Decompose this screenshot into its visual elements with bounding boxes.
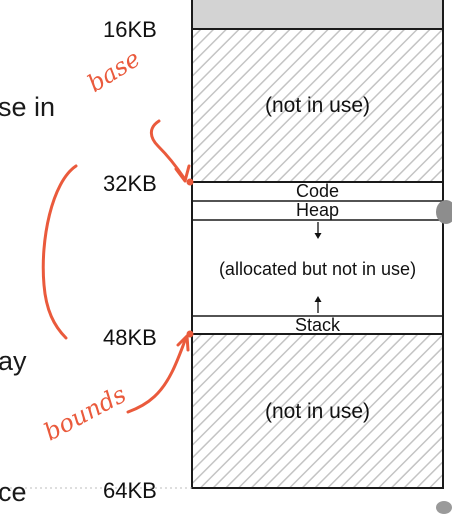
slide-text-fragment-2: ay bbox=[0, 346, 27, 376]
bounds-arrow-head bbox=[176, 334, 190, 352]
top-unused-label: (not in use) bbox=[264, 94, 371, 117]
stack-label: Stack bbox=[294, 315, 341, 335]
bottom-unused-label: (not in use) bbox=[264, 400, 371, 423]
stack-region bbox=[192, 316, 443, 334]
address-label-16kb: 16KB bbox=[103, 17, 157, 42]
stack-growth-arrow-head bbox=[314, 296, 322, 302]
address-label-48kb: 48KB bbox=[103, 325, 157, 350]
bottom-unused-region bbox=[192, 334, 443, 488]
base-arrow-curve bbox=[149, 119, 186, 180]
heap-region bbox=[192, 201, 443, 220]
address-label-32kb: 32KB bbox=[103, 171, 157, 196]
bounds-point-dot bbox=[186, 330, 194, 338]
code-region bbox=[192, 182, 443, 201]
base-arrow-head bbox=[174, 164, 191, 183]
slide-text-fragment-3: ce bbox=[0, 477, 27, 507]
region-brace bbox=[41, 164, 78, 340]
scroll-handle-bottom[interactable] bbox=[436, 501, 452, 514]
address-label-64kb: 64KB bbox=[103, 478, 157, 503]
free-middle-label: (allocated but not in use) bbox=[218, 259, 417, 279]
top-unused-region bbox=[192, 29, 443, 182]
heap-label: Heap bbox=[295, 200, 340, 220]
top-gray-band bbox=[192, 0, 443, 29]
heap-growth-arrow-head bbox=[314, 233, 322, 239]
scroll-handle-top[interactable] bbox=[436, 200, 452, 224]
code-label: Code bbox=[295, 181, 340, 201]
bounds-arrow-curve bbox=[126, 336, 188, 414]
slide-text-fragment-1: se in bbox=[0, 92, 56, 122]
base-point-dot bbox=[186, 178, 194, 186]
